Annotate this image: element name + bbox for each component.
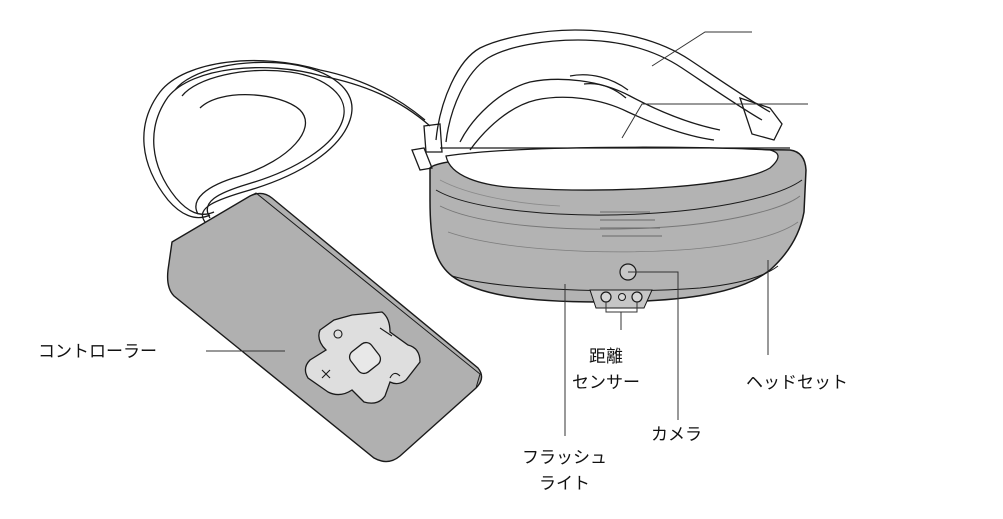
- label-flash-light: フラッシュ ライト: [522, 445, 607, 498]
- cable: [143, 59, 431, 223]
- label-camera: カメラ: [651, 425, 702, 445]
- dpad: [304, 311, 421, 404]
- label-distance-sensor: 距離 センサー: [572, 344, 640, 397]
- head-strap: [411, 29, 783, 171]
- label-distance-sensor-line2: センサー: [572, 373, 640, 394]
- flash-light-lens: [600, 291, 612, 303]
- label-flash-light-line2: ライト: [539, 474, 590, 495]
- label-controller: コントローラー: [38, 342, 157, 362]
- leader-lines: [206, 31, 808, 436]
- leader-line-camera: [628, 271, 679, 420]
- label-distance-sensor-line1: 距離: [589, 347, 623, 367]
- leader-line-strap-front: [621, 103, 808, 139]
- leader-line-sensor: [605, 302, 638, 330]
- camera-lens: [631, 291, 643, 303]
- distance-sensor-lens: [618, 293, 626, 301]
- label-flash-light-line1: フラッシュ: [522, 448, 607, 468]
- visor-opening: [440, 146, 790, 191]
- leader-line-strap-top: [651, 31, 752, 67]
- label-headset: ヘッドセット: [746, 373, 848, 393]
